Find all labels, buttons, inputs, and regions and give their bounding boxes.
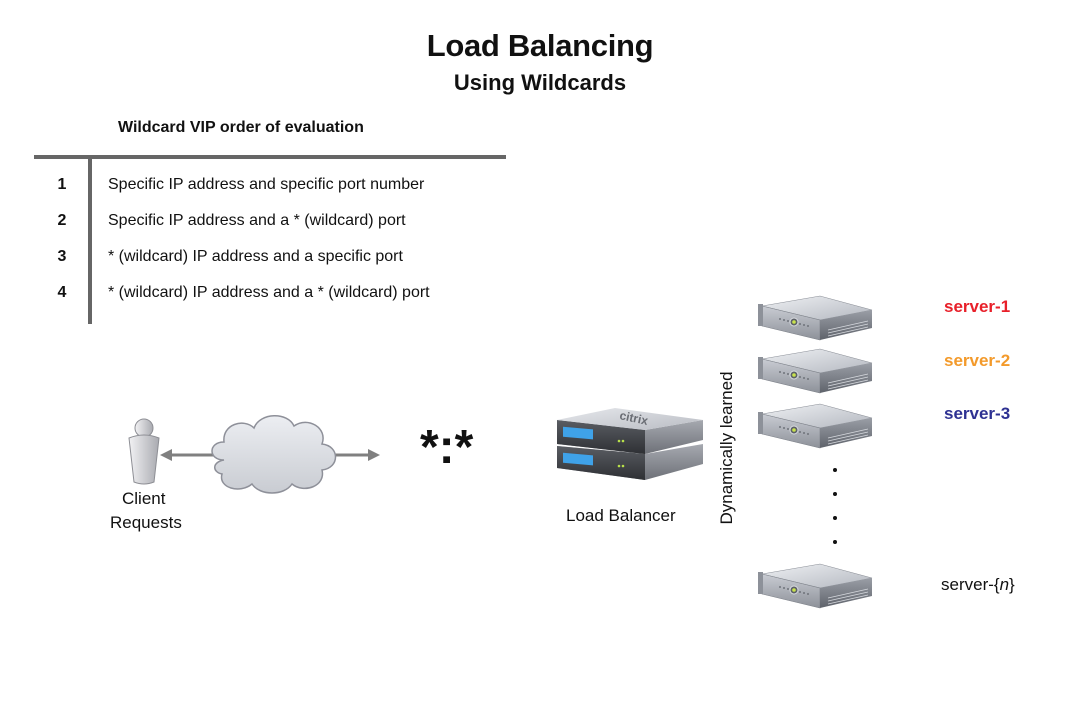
wildcard-vip-label: *:* (420, 421, 474, 474)
diagram-subtitle: Using Wildcards (453, 70, 627, 95)
table-vertical-rule (88, 157, 92, 324)
dynamically-learned-label: Dynamically learned (717, 371, 736, 525)
load-balancer-icon: citrix (557, 408, 703, 480)
ellipsis-dot (833, 516, 837, 520)
table-row-text: Specific IP address and a * (wildcard) p… (108, 212, 406, 229)
server-icon (758, 403, 873, 449)
table-row-number: 4 (57, 284, 67, 301)
table-horizontal-rule (34, 155, 506, 159)
server-icon (758, 295, 873, 341)
server-n-suffix: } (1009, 575, 1015, 594)
server-2-label: server-2 (944, 351, 1011, 370)
client-label-line2: Requests (110, 513, 182, 532)
table-row-text: Specific IP address and specific port nu… (108, 176, 425, 193)
table-row-number: 2 (57, 212, 67, 229)
user-icon (128, 418, 160, 485)
citrix-logo: citrix (618, 408, 649, 428)
server-icon (758, 348, 873, 394)
load-balancer-label: Load Balancer (566, 506, 676, 525)
ellipsis-dot (833, 492, 837, 496)
server-n-variable: n (999, 575, 1010, 594)
table-row-number: 3 (57, 248, 67, 265)
ellipsis-dot (833, 540, 837, 544)
table-heading: Wildcard VIP order of evaluation (118, 119, 364, 136)
cloud-icon (211, 415, 337, 494)
server-icon (758, 563, 873, 609)
server-n-label: server-{n} (941, 575, 1015, 595)
arrow-to-client (160, 449, 220, 461)
server-1-label: server-1 (944, 297, 1011, 316)
server-3-label: server-3 (944, 404, 1011, 423)
table-row-text: * (wildcard) IP address and a * (wildcar… (108, 284, 430, 301)
diagram-title: Load Balancing (426, 28, 654, 63)
table-row-text: * (wildcard) IP address and a specific p… (108, 248, 403, 265)
ellipsis-dot (833, 468, 837, 472)
table-row-number: 1 (57, 176, 67, 193)
client-label-line1: Client (122, 489, 166, 508)
arrow-to-vip (330, 449, 380, 461)
server-n-prefix: server-{ (941, 575, 1000, 594)
